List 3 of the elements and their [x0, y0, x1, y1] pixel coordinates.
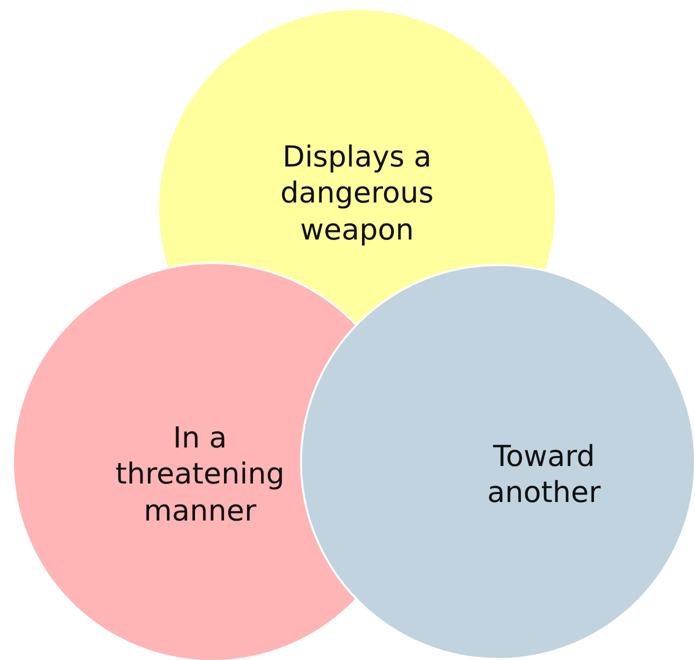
circle-label: Displays a dangerous weapon	[279, 138, 435, 248]
circle-label: In a threatening manner	[114, 420, 286, 528]
circle-label: Toward another	[486, 438, 602, 510]
